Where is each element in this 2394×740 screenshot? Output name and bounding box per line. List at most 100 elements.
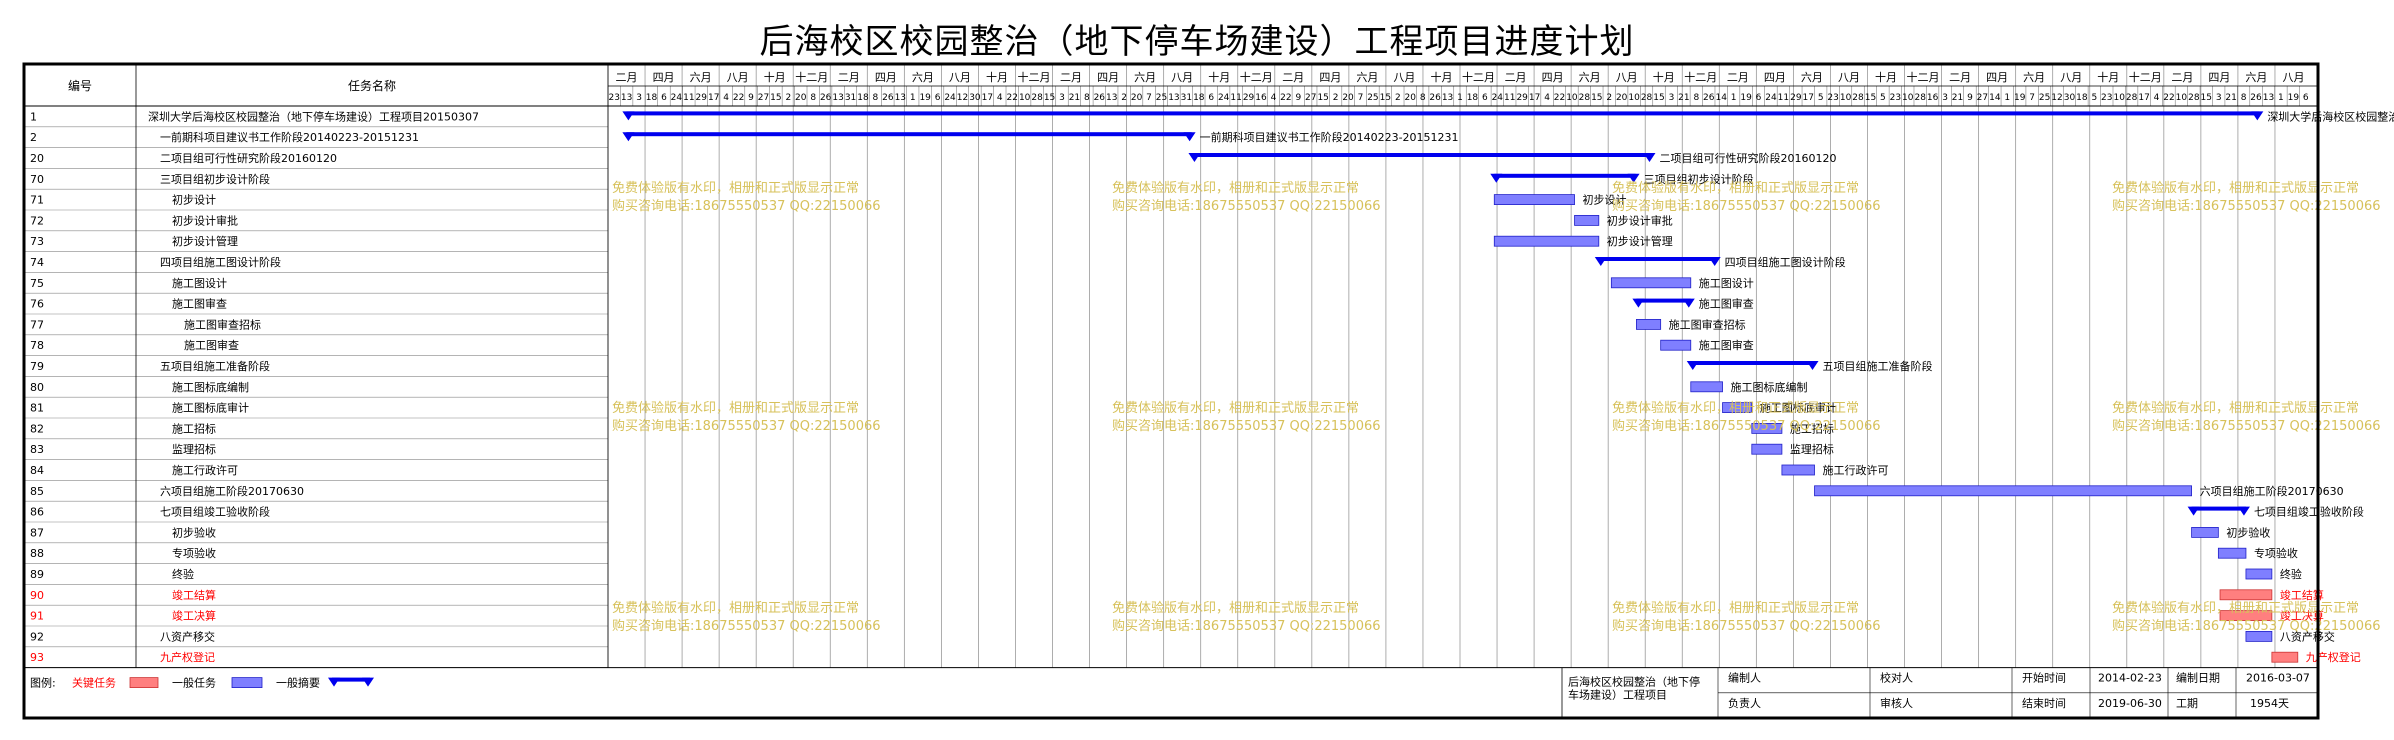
task-bar bbox=[1493, 235, 1600, 247]
tick-label: 18 bbox=[857, 93, 869, 103]
month-label: 八月 bbox=[2060, 71, 2082, 84]
owner-label: 负责人 bbox=[1728, 696, 1761, 710]
tick-label: 28 bbox=[1852, 93, 1864, 103]
tick-label: 22 bbox=[2163, 93, 2174, 103]
summary-cap-start bbox=[1594, 257, 1607, 266]
bar-label: 一前期科项目建议书工作阶段20140223-20151231 bbox=[1200, 130, 1459, 144]
tick-label: 28 bbox=[1031, 93, 1043, 103]
task-bar bbox=[1690, 381, 1723, 393]
tick-label: 1 bbox=[2278, 93, 2284, 103]
tick-label: 18 bbox=[1193, 93, 1205, 103]
tick-label: 14 bbox=[1989, 93, 2001, 103]
tick-label: 15 bbox=[1865, 93, 1876, 103]
watermark-line2: 购买咨询电话:18675550537 QQ:22150066 bbox=[1612, 198, 1881, 214]
task-id: 76 bbox=[30, 298, 44, 311]
tick-label: 13 bbox=[1442, 93, 1453, 103]
tick-label: 13 bbox=[895, 93, 906, 103]
tick-label: 11 bbox=[683, 93, 694, 103]
task-name: 施工图标底编制 bbox=[172, 380, 249, 394]
watermark-line2: 购买咨询电话:18675550537 QQ:22150066 bbox=[612, 198, 881, 214]
tick-label: 28 bbox=[1914, 93, 1926, 103]
tick-label: 28 bbox=[1641, 93, 1653, 103]
month-label: 六月 bbox=[1134, 71, 1156, 84]
task-bar bbox=[1660, 339, 1692, 351]
month-label: 十二月 bbox=[1240, 70, 1273, 84]
tick-label: 18 bbox=[2076, 93, 2088, 103]
month-label: 八月 bbox=[949, 71, 971, 84]
month-label: 十二月 bbox=[1907, 70, 1940, 84]
month-label: 四月 bbox=[1319, 71, 1341, 84]
tick-label: 28 bbox=[2188, 93, 2200, 103]
bar-label: 施工图标底审计 bbox=[1760, 401, 1837, 415]
compile-date-value: 2016-03-07 bbox=[2246, 672, 2310, 685]
task-name: 七项目组竣工验收阶段 bbox=[160, 505, 270, 519]
task-name: 八资产移交 bbox=[160, 629, 215, 643]
task-bar bbox=[1574, 214, 1600, 226]
month-label: 六月 bbox=[1579, 71, 1601, 84]
month-label: 六月 bbox=[912, 71, 934, 84]
month-label: 十二月 bbox=[795, 70, 828, 84]
tick-label: 19 bbox=[919, 93, 931, 103]
end-value: 2019-06-30 bbox=[2098, 697, 2162, 710]
tick-label: 8 bbox=[1420, 93, 1426, 103]
task-bar bbox=[2245, 631, 2273, 642]
tick-label: 11 bbox=[1230, 93, 1241, 103]
month-label: 四月 bbox=[1986, 71, 2008, 84]
project-name: 后海校区校园整治（地下停 bbox=[1568, 675, 1700, 689]
month-label: 八月 bbox=[1393, 71, 1415, 84]
month-label: 二月 bbox=[1727, 71, 1749, 84]
tick-label: 23 bbox=[2101, 93, 2112, 103]
task-name: 竣工决算 bbox=[172, 609, 216, 623]
tick-label: 30 bbox=[2064, 93, 2076, 103]
task-name: 一前期科项目建议书工作阶段20140223-20151231 bbox=[160, 130, 419, 144]
month-label: 六月 bbox=[1801, 71, 1823, 84]
month-label: 十二月 bbox=[1018, 70, 1051, 84]
tick-label: 29 bbox=[1243, 93, 1255, 103]
task-id: 90 bbox=[30, 589, 44, 602]
bar-label: 三项目组初步设计阶段 bbox=[1644, 172, 1754, 186]
month-label: 十月 bbox=[986, 70, 1008, 84]
project-name: 车场建设）工程项目 bbox=[1568, 688, 1667, 702]
tick-label: 24 bbox=[1218, 93, 1230, 103]
task-name: 施工图审查招标 bbox=[184, 317, 261, 331]
watermark-line2: 购买咨询电话:18675550537 QQ:22150066 bbox=[612, 418, 881, 434]
tick-label: 4 bbox=[1544, 93, 1550, 103]
summary-cap-end bbox=[1643, 153, 1656, 162]
task-name: 二项目组可行性研究阶段20160120 bbox=[160, 151, 337, 165]
tick-label: 23 bbox=[1890, 93, 1901, 103]
watermark-line2: 购买咨询电话:18675550537 QQ:22150066 bbox=[2112, 618, 2381, 634]
tick-label: 2 bbox=[1395, 93, 1401, 103]
watermark-line1: 免费体验版有水印，相册和正式版显示正常 bbox=[1112, 180, 1359, 196]
duration-value: 1954天 bbox=[2250, 697, 2289, 710]
tick-label: 10 bbox=[1019, 93, 1031, 103]
bar-label: 五项目组施工准备阶段 bbox=[1823, 359, 1933, 373]
month-label: 八月 bbox=[1838, 71, 1860, 84]
task-bar bbox=[1610, 277, 1692, 289]
critical-task-bar bbox=[2219, 610, 2273, 621]
watermark-line2: 购买咨询电话:18675550537 QQ:22150066 bbox=[1112, 618, 1381, 634]
summary-cap-end bbox=[1708, 257, 1721, 266]
tick-label: 28 bbox=[2126, 93, 2138, 103]
bar-label: 八资产移交 bbox=[2280, 629, 2335, 643]
tick-label: 26 bbox=[882, 93, 894, 103]
tick-label: 17 bbox=[1529, 93, 1540, 103]
bar-label: 施工行政许可 bbox=[1823, 463, 1889, 477]
tick-label: 20 bbox=[1405, 93, 1417, 103]
tick-label: 7 bbox=[2029, 93, 2035, 103]
tick-label: 22 bbox=[1007, 93, 1018, 103]
month-label: 二月 bbox=[1282, 71, 1304, 84]
bar-label: 施工图设计 bbox=[1699, 277, 1754, 290]
task-id: 77 bbox=[30, 318, 44, 331]
watermark-line1: 免费体验版有水印，相册和正式版显示正常 bbox=[612, 600, 859, 616]
tick-label: 8 bbox=[1693, 93, 1699, 103]
bar-label: 七项目组竣工验收阶段 bbox=[2254, 505, 2364, 519]
bar-label: 初步设计管理 bbox=[1607, 234, 1673, 248]
tick-label: 13 bbox=[832, 93, 843, 103]
task-name: 初步设计管理 bbox=[172, 234, 238, 248]
end-label: 结束时间 bbox=[2022, 697, 2066, 710]
task-id: 88 bbox=[30, 547, 44, 560]
month-label: 十月 bbox=[1875, 70, 1897, 84]
tick-label: 13 bbox=[2263, 93, 2274, 103]
header-name-label: 任务名称 bbox=[348, 78, 396, 93]
